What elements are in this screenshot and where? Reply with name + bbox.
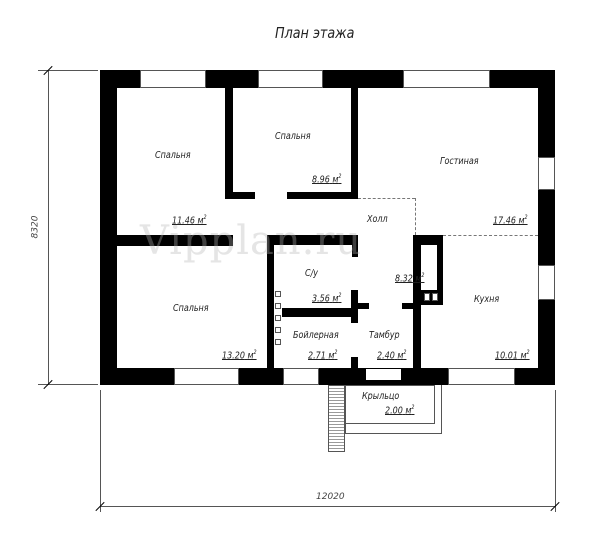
wall: [267, 235, 358, 245]
porch-stairs: [328, 385, 345, 452]
room-area-boiler: 2.71 м2: [308, 349, 338, 362]
extension-line: [38, 70, 98, 71]
room-name-bedroom-1: Спальня: [155, 150, 191, 161]
room-area-living: 17.46 м2: [493, 214, 528, 227]
dimension-width: 12020: [316, 492, 345, 502]
wall: [287, 192, 358, 199]
chimney-flue: [275, 327, 281, 333]
room-name-bedroom-3: Спальня: [173, 303, 209, 314]
room-name-vestibule: Тамбур: [369, 330, 400, 341]
wall: [351, 290, 358, 323]
room-name-bedroom-2: Спальня: [275, 131, 311, 142]
plan-title: План этажа: [275, 24, 355, 42]
vent-flue: [432, 293, 438, 301]
dimension-height: 8320: [30, 215, 41, 239]
window: [403, 70, 490, 88]
window: [538, 157, 555, 190]
wall: [402, 303, 413, 309]
room-name-hall: Холл: [367, 214, 388, 225]
room-area-kitchen: 10.01 м2: [495, 349, 530, 362]
room-name-living: Гостиная: [440, 156, 479, 167]
watermark: Vipplan.ru: [140, 218, 363, 264]
room-area-bathroom: 3.56 м2: [312, 292, 342, 305]
wall: [413, 235, 421, 370]
zone-line: [443, 235, 538, 236]
wall: [225, 192, 255, 199]
wall: [282, 308, 358, 317]
extension-line: [555, 390, 556, 512]
wall: [538, 70, 555, 385]
zone-line: [415, 198, 416, 235]
room-name-porch: Крыльцо: [362, 391, 400, 402]
zone-line: [358, 198, 415, 199]
wall: [413, 235, 443, 245]
chimney-flue: [275, 303, 281, 309]
wall: [358, 303, 369, 309]
extension-line: [38, 384, 98, 385]
chimney-flue: [275, 339, 281, 345]
room-name-bathroom: С/у: [305, 268, 319, 279]
room-area-bedroom-2: 8.96 м2: [312, 173, 342, 186]
wall: [437, 235, 443, 305]
wall: [100, 70, 117, 385]
wall: [225, 88, 233, 198]
chimney-flue: [275, 315, 281, 321]
room-area-hall: 8.32 м2: [395, 272, 425, 285]
door-threshold: [365, 368, 402, 381]
window: [140, 70, 206, 88]
window: [174, 368, 239, 385]
dimension-line-vertical: [48, 71, 49, 384]
wall: [267, 235, 274, 385]
window: [448, 368, 515, 385]
room-area-bedroom-3: 13.20 м2: [222, 349, 257, 362]
window: [538, 265, 555, 300]
dimension-line-horizontal: [100, 506, 555, 507]
room-area-vestibule: 2.40 м2: [377, 349, 407, 362]
room-name-boiler: Бойлерная: [293, 330, 339, 341]
wall: [117, 235, 233, 246]
chimney-flue: [275, 291, 281, 297]
window: [283, 368, 319, 385]
vent-flue: [424, 293, 430, 301]
wall: [351, 357, 358, 370]
extension-line: [100, 390, 101, 512]
room-name-kitchen: Кухня: [474, 294, 500, 305]
wall: [352, 245, 358, 257]
room-area-bedroom-1: 11.46 м2: [172, 214, 207, 227]
porch-step-outline: [345, 385, 442, 434]
room-area-porch: 2.00 м2: [385, 404, 415, 417]
window: [258, 70, 323, 88]
wall: [351, 88, 358, 199]
